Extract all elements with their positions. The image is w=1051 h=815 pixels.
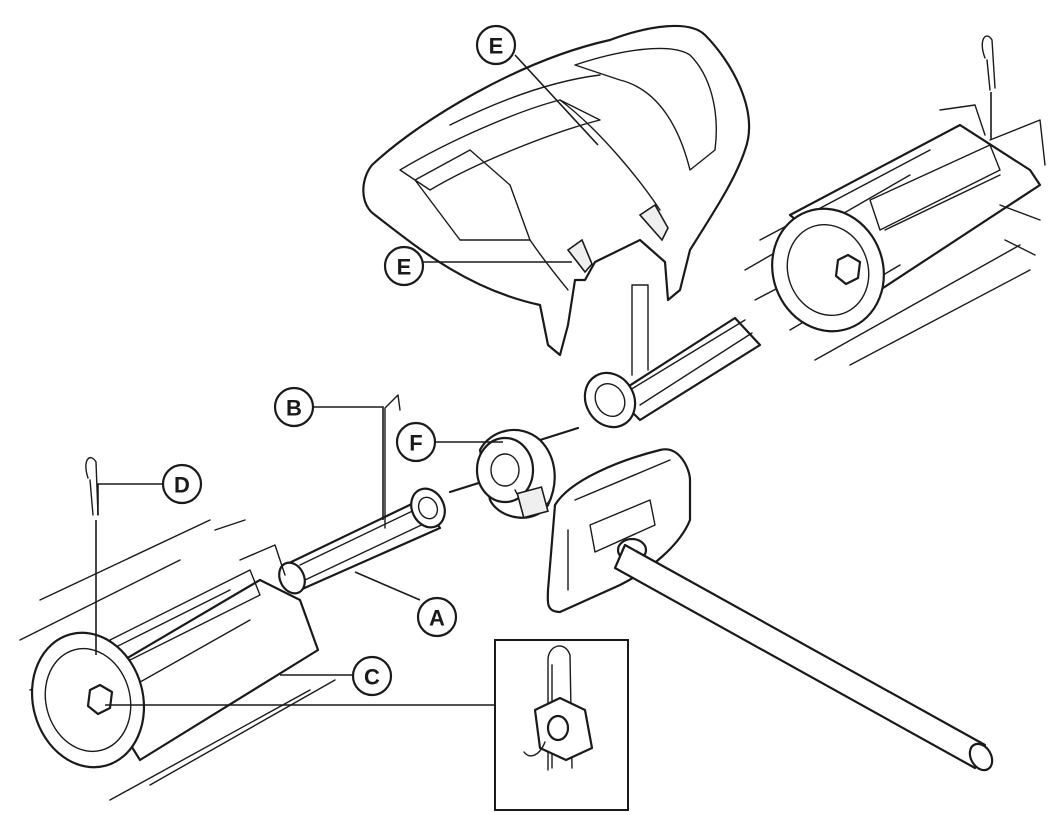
callout-d: D <box>161 463 203 505</box>
callout-c: C <box>351 655 393 697</box>
callout-b-label: B <box>286 396 302 421</box>
gearbox <box>448 426 580 519</box>
left-brush-roller <box>19 519 336 801</box>
right-cotter-pin <box>981 35 996 140</box>
callout-e-top-label: E <box>489 34 504 59</box>
leader-d <box>97 483 163 515</box>
callout-e-left-label: E <box>397 255 412 280</box>
leader-lines <box>95 54 599 706</box>
callout-e-left: E <box>383 245 425 287</box>
brush-cover <box>362 24 751 357</box>
callout-a-label: A <box>429 606 445 631</box>
pin-detail-inset <box>494 639 629 811</box>
callout-e-top: E <box>475 24 517 66</box>
left-hex-shaft <box>278 487 446 595</box>
right-brush-roller <box>744 104 1046 366</box>
callout-a: A <box>416 596 458 638</box>
callout-f: F <box>395 421 437 463</box>
wire-clip <box>384 394 401 529</box>
callout-c-label: C <box>364 665 380 690</box>
callout-f-label: F <box>409 431 422 456</box>
leader-b <box>313 406 384 520</box>
leader-e-top <box>514 54 599 146</box>
callout-d-label: D <box>174 473 190 498</box>
right-hex-shaft <box>583 284 762 429</box>
callout-b: B <box>273 386 315 428</box>
left-cotter-pin <box>85 457 99 516</box>
handle-tube <box>613 543 994 772</box>
leader-a <box>354 571 421 601</box>
